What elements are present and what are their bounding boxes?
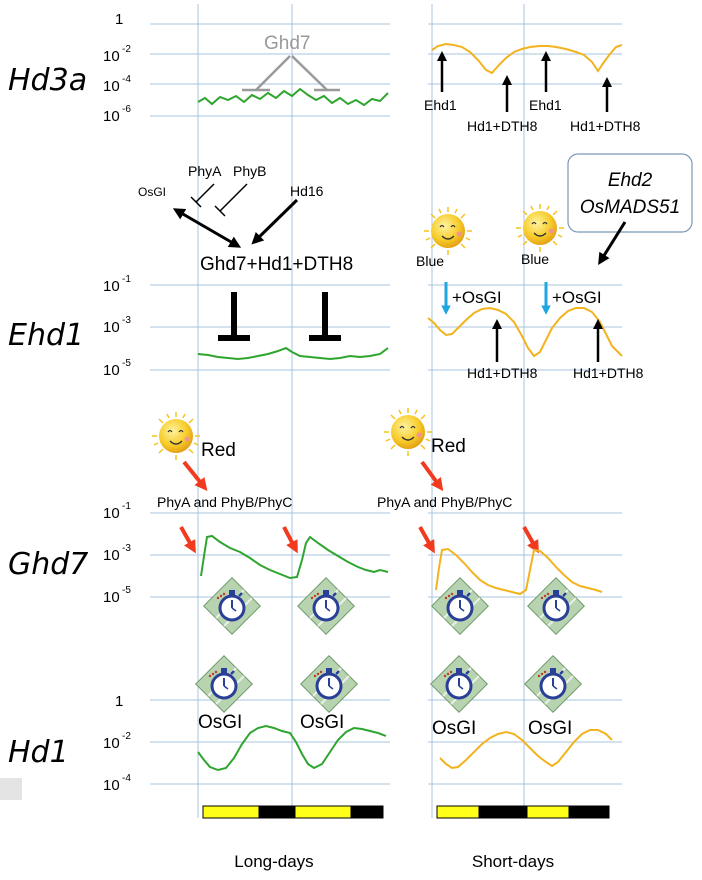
hd1-dth8-label-1: Hd1+DTH8 [467,118,538,134]
svg-text:10: 10 [103,589,120,606]
short-days-label: Short-days [472,852,554,871]
phyb-label: PhyB [233,163,266,179]
ehd2-label: Ehd2 [608,170,653,191]
hd1-dth8-label-3: Hd1+DTH8 [467,365,538,381]
gene-label-hd1: Hd1 [8,735,69,770]
blue-label-1: Blue [416,253,444,269]
red-arrow-long [182,460,208,491]
stopwatch-icon-3 [430,576,490,636]
svg-text:-5: -5 [122,585,131,596]
ehd2-arrow [598,221,627,266]
hd1-dth8-label-4: Hd1+DTH8 [573,365,644,381]
stopwatch-icon-7 [429,654,489,714]
ghd7-gray-label: Ghd7 [264,33,310,54]
hd1-long-day-curve [197,724,387,772]
hd1-short-day-curve [439,729,613,770]
gene-label-ghd7: Ghd7 [8,547,88,582]
ticks-hd1: 1 10-2 10-4 [103,693,131,794]
hd3a-activation-arrows [437,51,612,112]
svg-text:-3: -3 [122,543,131,554]
ticks-hd3a: 1 10-2 10-4 10-6 [103,11,131,125]
osgi-small-label: OsGI [138,185,166,199]
svg-text:-3: -3 [122,315,131,326]
sun-icon-blue-2 [515,203,565,253]
sun-icon-blue-1 [423,206,473,256]
grid [150,4,622,818]
ticks-ghd7: 10-1 10-3 10-5 [103,501,131,606]
complex-label: Ghd7+Hd1+DTH8 [200,254,353,275]
svg-text:10: 10 [103,48,120,65]
hd1-dth8-label-2: Hd1+DTH8 [570,118,641,134]
svg-text:10: 10 [103,735,120,752]
hd3a-long-day-curve [197,87,389,107]
ticks-ehd1: 10-1 10-3 10-5 [103,274,131,379]
stopwatch-icon-1 [202,576,262,636]
svg-text:-4: -4 [122,74,131,85]
phy-inhibitions [190,183,248,217]
svg-text:-5: -5 [122,358,131,369]
svg-text:10: 10 [103,777,120,794]
svg-text:1: 1 [115,11,123,28]
svg-text:1: 1 [115,693,123,710]
svg-text:-6: -6 [122,104,131,115]
stopwatch-icon-5 [194,654,254,714]
svg-text:10: 10 [103,547,120,564]
gene-label-hd3a: Hd3a [8,63,87,98]
svg-text:-2: -2 [122,44,131,55]
long-days-label: Long-days [234,852,313,871]
osgi-label-3: OsGI [432,718,476,739]
ghd7-short-day-curve [435,547,603,596]
ghd7-long-day-curve [200,534,389,580]
svg-text:10: 10 [103,362,120,379]
ehd1-label-1: Ehd1 [424,97,457,113]
osmads51-label: OsMADS51 [580,197,680,218]
red-arrows-ghd7 [179,526,539,554]
hd16-arrow [251,198,299,245]
red-label-long: Red [201,440,236,461]
osgi-label-1: OsGI [198,712,242,733]
ehd2-box [567,153,693,233]
svg-text:-1: -1 [122,274,131,285]
svg-text:10: 10 [103,278,120,295]
blue-light-arrows [441,282,551,315]
stopwatch-icon-6 [299,654,359,714]
long-day-photoperiod-bar [202,805,384,819]
stopwatch-icon-4 [526,576,586,636]
svg-text:-4: -4 [122,773,131,784]
ehd1-activation-arrows [492,319,603,362]
sun-icon-red-short [383,407,433,457]
blue-label-2: Blue [521,251,549,267]
ehd1-short-day-curve [427,306,623,358]
osgi-bidirectional-arrow [172,208,242,248]
phya-label: PhyA [188,163,222,179]
ghd7-inhibition [242,55,340,92]
svg-text:10: 10 [103,505,120,522]
ehd1-long-day-curve [197,346,389,361]
svg-text:10: 10 [103,78,120,95]
red-label-short: Red [431,436,466,457]
svg-text:-1: -1 [122,501,131,512]
gene-label-ehd1: Ehd1 [8,318,84,353]
stopwatch-icon-2 [296,576,356,636]
ehd1-label-2: Ehd1 [529,97,562,113]
plus-osgi-label-2: +OsGI [552,288,602,307]
osgi-label-2: OsGI [300,712,344,733]
scroll-tab [0,778,22,800]
svg-text:10: 10 [103,108,120,125]
svg-text:10: 10 [103,319,120,336]
hd16-label: Hd16 [290,183,324,199]
osgi-label-4: OsGI [528,718,572,739]
hd3a-short-day-curve [431,42,623,75]
phy-combo-label-short: PhyA and PhyB/PhyC [377,494,512,510]
svg-text:-2: -2 [122,731,131,742]
red-arrow-short [420,460,444,492]
complex-inhibitions [218,292,341,341]
short-day-photoperiod-bar [436,805,610,819]
stopwatch-icon-8 [523,654,583,714]
plus-osgi-label-1: +OsGI [452,288,502,307]
sun-icon-red-long [151,411,201,461]
phy-combo-label-long: PhyA and PhyB/PhyC [157,494,292,510]
